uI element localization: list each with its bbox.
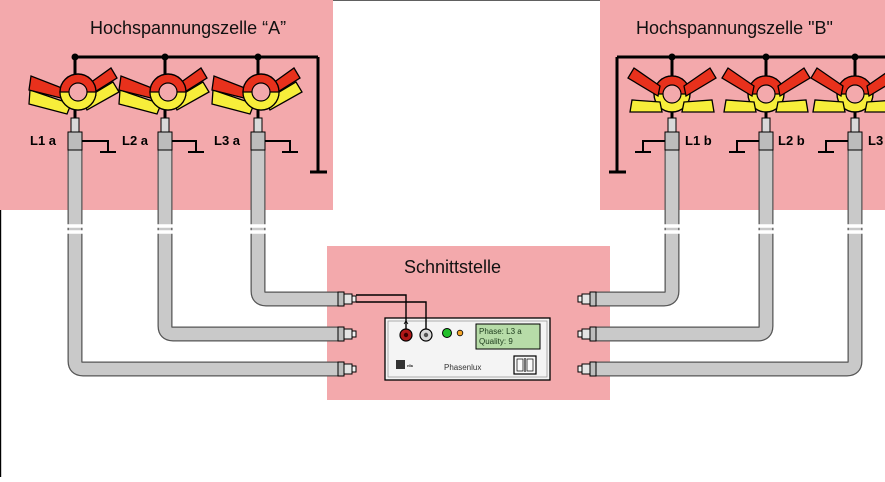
lcd-line-2: Quality: 9 <box>479 337 513 346</box>
busbar-b-nodes <box>668 53 859 61</box>
phase-label-l3a: L3 a <box>214 133 241 148</box>
interface-title: Schnittstelle <box>404 257 501 277</box>
device-brand-name: Phasenlux <box>444 363 481 372</box>
lcd-display <box>475 323 541 350</box>
cell-b-title: Hochspannungszelle "B" <box>636 18 833 38</box>
measurement-leads <box>356 294 427 329</box>
phase-label-l2b: L2 b <box>778 133 805 148</box>
phase-label-l1a: L1 a <box>30 133 57 148</box>
brand-logo-text: ella <box>407 364 413 368</box>
lcd-line-1: Phase: L3 a <box>479 327 522 336</box>
busbar-a-nodes <box>71 53 262 61</box>
orange-led-icon <box>456 329 464 337</box>
cell-a-title: Hochspannungszelle “A” <box>90 18 286 38</box>
phase-label-l2a: L2 a <box>122 133 149 148</box>
phasenlux-device: Phase: L3 a Quality: 9 ella Phasenlux <box>384 317 551 381</box>
phase-label-l3b: L3 <box>868 133 883 148</box>
terminations <box>67 117 863 151</box>
ground-symbols <box>82 140 848 153</box>
phase-label-l1b: L1 b <box>685 133 712 148</box>
brand-logo-icon <box>396 360 405 369</box>
green-led-icon <box>442 328 452 338</box>
cables <box>66 150 864 377</box>
